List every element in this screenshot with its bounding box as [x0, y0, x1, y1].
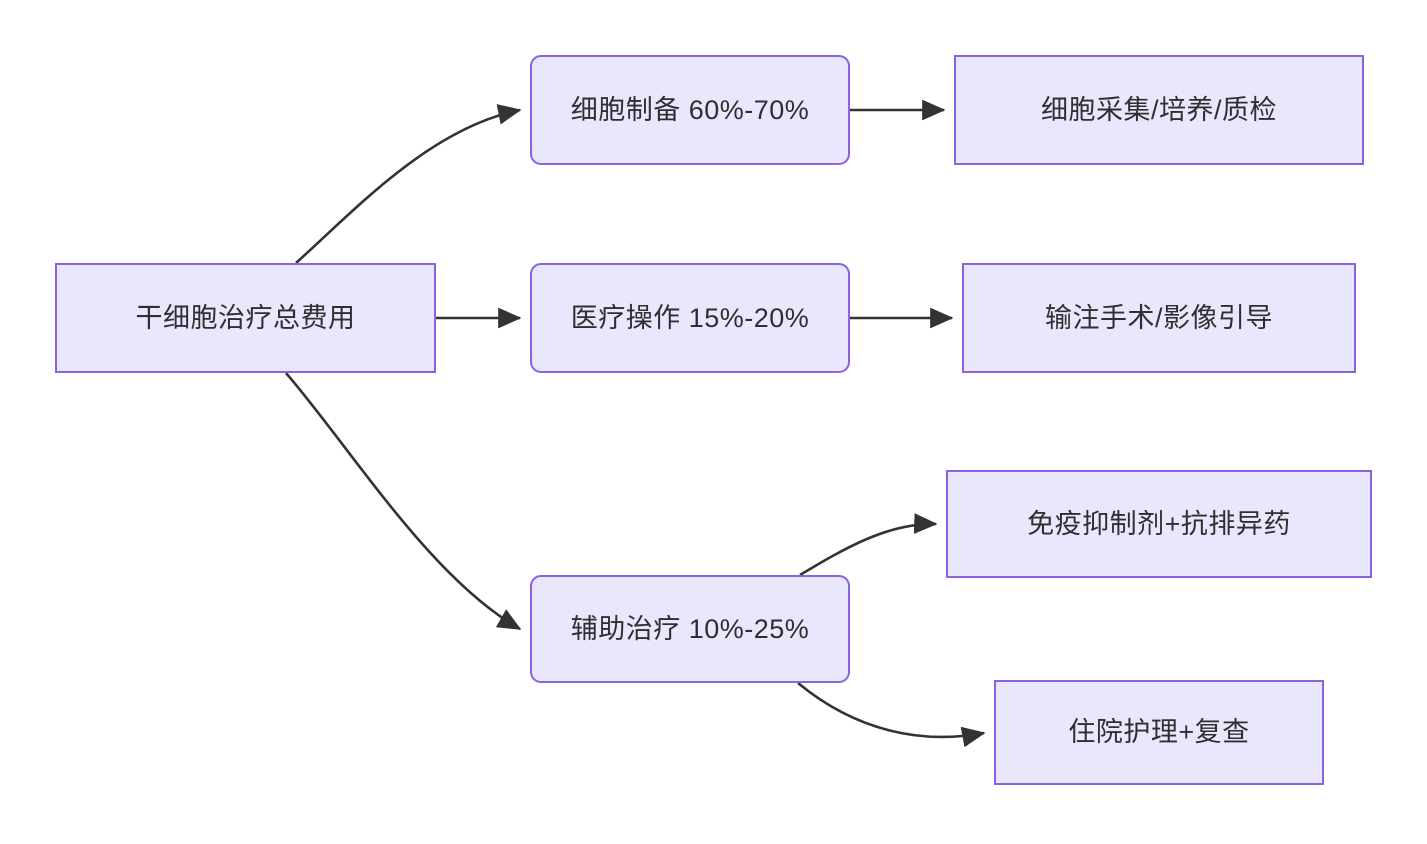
node-adjuvant-label: 辅助治疗 10%-25%: [570, 613, 810, 644]
node-medical-op[interactable]: 医疗操作 15%-20%: [530, 263, 850, 373]
node-cell-prep-label: 细胞制备 60%-70%: [570, 94, 810, 125]
node-cell-collect-label: 细胞采集/培养/质检: [1040, 94, 1277, 125]
node-cell-collect[interactable]: 细胞采集/培养/质检: [954, 55, 1364, 165]
node-root[interactable]: 干细胞治疗总费用: [55, 263, 436, 373]
edge-adjuvant-to-inpatient: [797, 681, 986, 748]
node-immuno-label: 免疫抑制剂+抗排异药: [1027, 508, 1291, 539]
edge-root-to-cell-prep: [295, 104, 522, 264]
node-immuno[interactable]: 免疫抑制剂+抗排异药: [946, 470, 1372, 578]
node-medical-op-label: 医疗操作 15%-20%: [570, 302, 810, 333]
node-inpatient-label: 住院护理+复查: [1068, 717, 1250, 748]
node-cell-prep[interactable]: 细胞制备 60%-70%: [530, 55, 850, 165]
node-infusion[interactable]: 输注手术/影像引导: [962, 263, 1356, 373]
edge-root-to-adjuvant: [285, 372, 522, 631]
node-root-label: 干细胞治疗总费用: [135, 302, 356, 333]
node-infusion-label: 输注手术/影像引导: [1044, 302, 1273, 333]
node-inpatient[interactable]: 住院护理+复查: [994, 680, 1324, 785]
edge-adjuvant-to-immuno: [799, 513, 938, 577]
node-adjuvant[interactable]: 辅助治疗 10%-25%: [530, 575, 850, 683]
